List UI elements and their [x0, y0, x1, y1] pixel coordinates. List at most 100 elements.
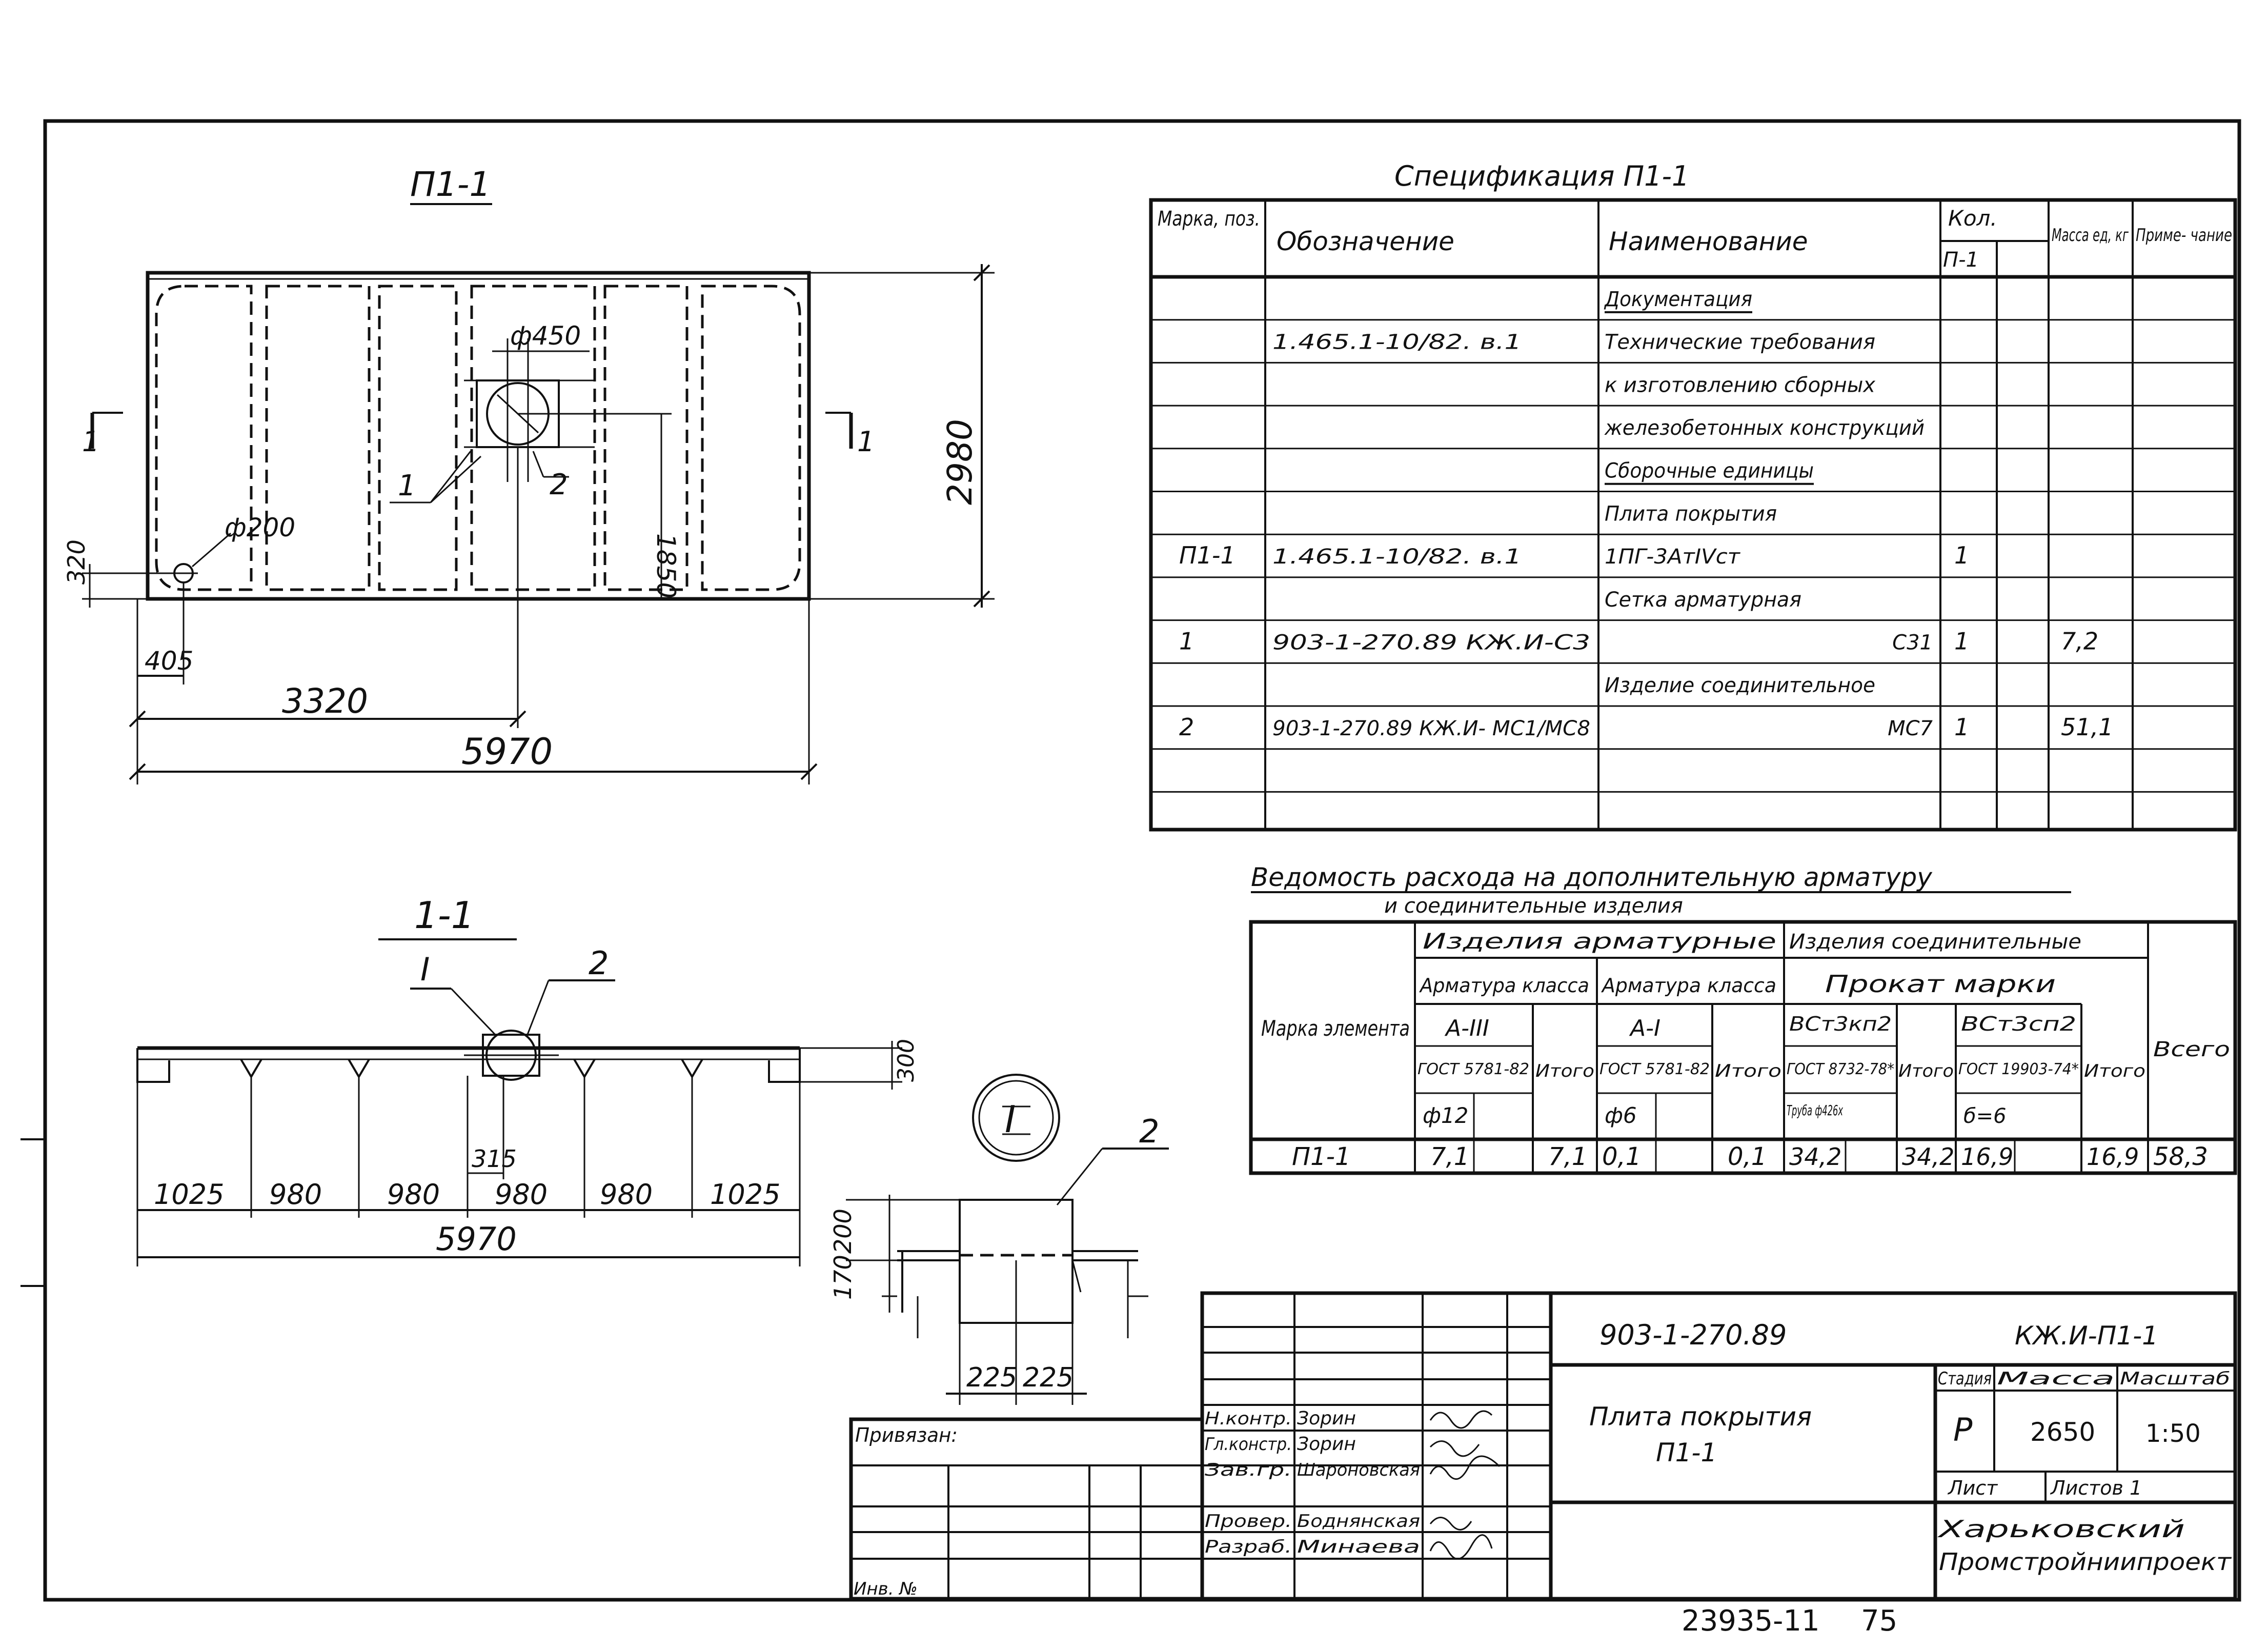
ved-h-vsego: Всего	[2153, 1038, 2230, 1061]
spec-table: Спецификация П1-1 Марка, поз. Обозначени…	[1149, 160, 2237, 832]
ved-h-itogo-3: Итого	[1898, 1061, 1954, 1081]
detail-callout-2: 2	[1139, 1113, 1159, 1150]
staff-name-5: Минаева	[1297, 1537, 1420, 1557]
ved-h-itogo-2: Итого	[1715, 1061, 1781, 1081]
spec-cell-mark: 1	[1179, 628, 1194, 655]
section-callout-2: 2	[589, 944, 609, 982]
ved-v-a3: 7,1	[1430, 1142, 1469, 1171]
ved-h-d12: ф12	[1423, 1103, 1468, 1128]
stamp-title-2: П1-1	[1656, 1438, 1717, 1467]
stamp-h-mass: Масса	[1997, 1369, 2115, 1389]
dim-hole-450: ф450	[510, 321, 581, 351]
stamp-mass: 2650	[2030, 1417, 2095, 1447]
span-3: 980	[387, 1178, 440, 1211]
spec-row: к изготовлению сборных	[1605, 373, 1875, 397]
ved-h-vst1: ВСт3кп2	[1789, 1013, 1892, 1035]
spec-cell-mark: П1-1	[1179, 541, 1236, 569]
spec-h-qty-sub: П-1	[1943, 248, 1979, 272]
spec-cell-name: Сетка арматурная	[1605, 588, 1801, 612]
ved-v-vst2-itogo: 16,9	[2087, 1143, 2139, 1171]
spec-h-designation: Обозначение	[1277, 227, 1454, 256]
stamp-project: 903-1-270.89	[1599, 1319, 1787, 1351]
span-2: 980	[269, 1178, 322, 1211]
dim-225-right: 225	[1023, 1362, 1074, 1393]
spec-h-mass: Масса ед, кг	[2052, 225, 2129, 246]
staff-role-2: Гл.констр.	[1205, 1434, 1292, 1455]
dim-2980: 2980	[940, 419, 980, 505]
span-5: 980	[600, 1178, 653, 1211]
stamp-org-2: Промстройниипроект	[1939, 1548, 2232, 1576]
dim-1850: 1850	[651, 533, 681, 598]
ved-h-itogo-4: Итого	[2084, 1061, 2145, 1081]
spec-cell-name: Плита покрытия	[1605, 502, 1777, 526]
ved-h-soed: Изделия соединительные	[1789, 930, 2081, 954]
spec-cell-name: Сборочные единицы	[1605, 459, 1814, 483]
ved-h-d6mm: б=6	[1963, 1104, 2007, 1128]
ved-h-gost3: ГОСТ 8732-78*	[1787, 1060, 1894, 1078]
spec-cell-name: к изготовлению сборных	[1605, 373, 1875, 397]
span-6: 1025	[710, 1178, 780, 1211]
ved-h-a3: А-III	[1444, 1015, 1489, 1041]
spec-cell-qty: 1	[1954, 541, 1969, 569]
spec-cell-name: железобетонных конструкций	[1604, 416, 1925, 440]
ved-h-prokat: Прокат марки	[1825, 970, 2056, 998]
dim-hole-200: ф200	[225, 513, 295, 542]
staff-role-3: Зав.гр.	[1205, 1460, 1292, 1480]
ved-h-gost1: ГОСТ 5781-82	[1417, 1060, 1529, 1078]
staff-name-4: Боднянская	[1297, 1511, 1420, 1532]
spec-cell-name: 1ПГ-3АтIVст	[1605, 545, 1741, 569]
ved-v-vst1-itogo: 34,2	[1902, 1143, 1954, 1171]
section-title: 1-1	[414, 894, 475, 937]
dim-225-left: 225	[966, 1362, 1017, 1393]
ved-h-armatura: Изделия арматурные	[1423, 929, 1776, 954]
ved-h-d6: ф6	[1605, 1103, 1637, 1128]
plan-view: П1-1 ф450 ф200 1 2	[63, 165, 995, 784]
span-4: 980	[495, 1178, 548, 1211]
ved-h-itogo-1: Итого	[1535, 1061, 1594, 1081]
stamp-org-1: Харьковский	[1937, 1515, 2185, 1543]
detail-node-circle	[972, 1074, 1060, 1162]
spec-cell-designation: 1.465.1-10/82. в.1	[1272, 545, 1522, 569]
stamp-title-1: Плита покрытия	[1589, 1402, 1812, 1432]
staff-role-5: Разраб.	[1205, 1537, 1292, 1557]
spec-cell-mass: 7,2	[2061, 628, 2098, 655]
plan-title: П1-1	[410, 165, 491, 204]
ved-v-vst2: 16,9	[1961, 1143, 2013, 1171]
footer-page: 75	[1861, 1604, 1897, 1638]
ved-h-truba: Труба ф426х	[1787, 1102, 1843, 1119]
staff-name-2: Зорин	[1297, 1434, 1356, 1455]
section-view: 1-1 I 2 300 315 1	[136, 894, 919, 1266]
dim-300: 300	[893, 1039, 919, 1082]
stamp-sheet: Лист	[1947, 1477, 1998, 1499]
footer-number: 23935-11	[1682, 1604, 1820, 1638]
spec-cell-designation: 903-1-270.89 КЖ.И- МС1/МС8	[1272, 717, 1590, 740]
staff-role-4: Провер.	[1205, 1511, 1292, 1532]
spec-cell-qty: 1	[1954, 628, 1969, 655]
dim-405: 405	[145, 646, 193, 676]
spec-row: Плита покрытия	[1605, 502, 1777, 526]
ved-h-gost2: ГОСТ 5781-82	[1599, 1060, 1710, 1078]
stamp-h-scale: Масштаб	[2120, 1369, 2230, 1389]
stamp-scale: 1:50	[2145, 1419, 2201, 1448]
ved-v-a1: 0,1	[1602, 1142, 1641, 1171]
ved-h-class1: Арматура класса	[1419, 974, 1589, 997]
spec-h-qty: Кол.	[1948, 206, 1997, 231]
stamp-privyazan: Привязан:	[855, 1424, 958, 1446]
staff-name-3: Шароновская	[1297, 1460, 1420, 1480]
spec-cell-mass: 51,1	[2061, 713, 2113, 741]
spec-cell-name: С31	[1892, 631, 1933, 655]
section-mark-right: 1	[857, 426, 875, 458]
spec-row: железобетонных конструкций	[1604, 416, 1925, 440]
detail-node-label: I	[1005, 1098, 1016, 1141]
ved-v-a3-itogo: 7,1	[1548, 1142, 1587, 1171]
ved-h-mark: Марка элемента	[1261, 1016, 1410, 1041]
detail-view: I 2 200 170 225 225	[829, 1074, 1169, 1405]
spec-h-name: Наименование	[1609, 227, 1808, 256]
ved-subtitle: и соединительные изделия	[1384, 894, 1683, 918]
spec-cell-name: Документация	[1604, 288, 1752, 311]
ved-h-vst2: ВСт3сп2	[1961, 1013, 2076, 1035]
stamp-stage: Р	[1953, 1411, 1973, 1448]
